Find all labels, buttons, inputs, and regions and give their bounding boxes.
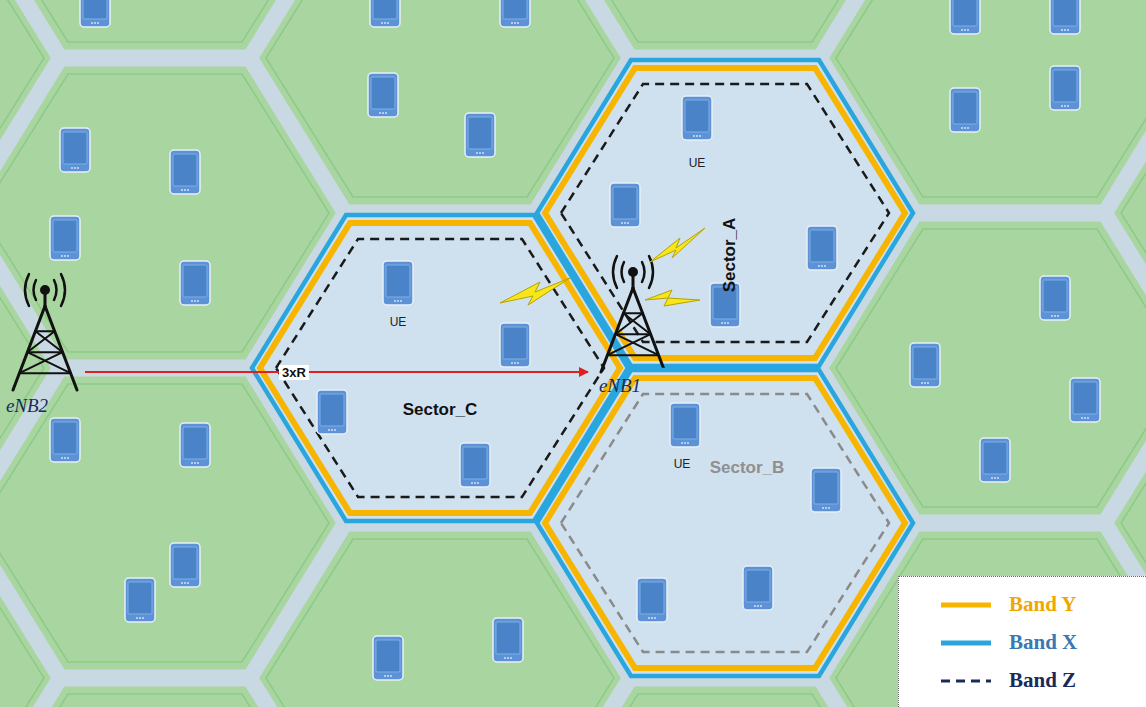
ue-phone [807, 226, 837, 270]
ue-phone [460, 443, 490, 487]
ue-phone [170, 543, 200, 587]
enodeb-label: eNB2 [6, 395, 48, 417]
sector-hex: UE Sector_B [535, 368, 915, 678]
ue-phone [317, 390, 347, 434]
cell-hex-inner [0, 74, 329, 352]
ue-phone [743, 566, 773, 610]
ue-phone [811, 468, 841, 512]
legend-label: Band X [1009, 630, 1077, 655]
ue-phone [682, 96, 712, 140]
ue-phone [910, 343, 940, 387]
sector-label: Sector_C [403, 400, 478, 420]
ue-phone [670, 403, 700, 447]
cell-hex-inner [1121, 0, 1146, 42]
edge-label: 3xR [279, 365, 309, 380]
ue-phone [370, 0, 400, 27]
legend-row: Band X [899, 627, 1145, 659]
sector-outline [535, 368, 915, 678]
legend-row: Band Z [899, 665, 1145, 697]
ue-phone [170, 150, 200, 194]
ue-phone [465, 113, 495, 157]
legend-label: Band Z [1009, 668, 1076, 693]
ue-phone [368, 73, 398, 117]
ue-phone [950, 0, 980, 34]
ue-label: UE [674, 457, 691, 471]
cell-hex-inner [836, 229, 1146, 507]
ue-label: UE [390, 315, 407, 329]
ue-phone [125, 578, 155, 622]
legend-line-sample [939, 589, 999, 621]
cell-hex [1109, 0, 1146, 54]
ue-phone [980, 438, 1010, 482]
cell-hex-inner [0, 384, 329, 662]
ue-phone [710, 283, 740, 327]
legend-box: Band Y Band X Band Z [898, 576, 1146, 707]
ue-phone [180, 423, 210, 467]
ue-phone [1070, 378, 1100, 422]
ue-phone [50, 418, 80, 462]
ue-phone [1050, 0, 1080, 34]
ue-phone [50, 216, 80, 260]
sector-label: Sector_B [710, 458, 785, 478]
cell-hex [1109, 62, 1146, 364]
ue-phone [610, 183, 640, 227]
ue-label: UE [689, 156, 706, 170]
ue-phone [80, 0, 110, 27]
legend-label: Band Y [1009, 592, 1077, 617]
enodeb-label: eNB1 [599, 375, 641, 397]
cell-hex-inner [1121, 74, 1146, 352]
ue-phone [637, 578, 667, 622]
legend-row: Band Y [899, 589, 1145, 621]
lightning-bolts [500, 228, 705, 306]
sector-label: Sector_A [720, 218, 740, 293]
ue-phone [1040, 276, 1070, 320]
ue-phone [373, 636, 403, 680]
ue-phone [1050, 66, 1080, 110]
ue-phone [950, 88, 980, 132]
ue-phone [60, 128, 90, 172]
ue-phone [500, 0, 530, 27]
ue-phone [500, 323, 530, 367]
legend-line-sample [939, 665, 999, 697]
legend-line-sample [939, 627, 999, 659]
ue-phone [493, 618, 523, 662]
ue-phone [383, 261, 413, 305]
distance-arrow [85, 371, 588, 373]
ue-phone [180, 261, 210, 305]
enodeb-tower: eNB2 [5, 258, 85, 428]
